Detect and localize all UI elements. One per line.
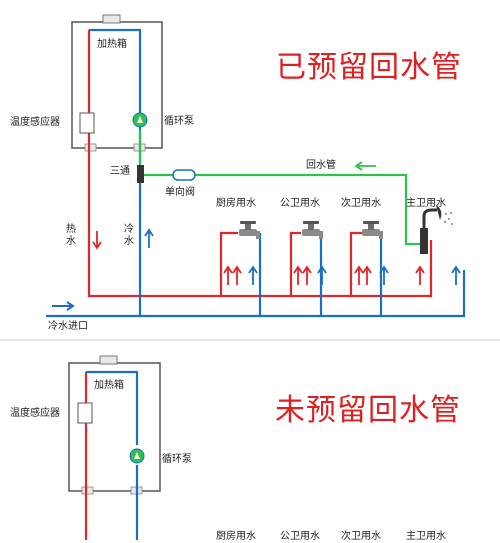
pump-icon: [129, 448, 145, 464]
check-valve-label: 单向阀: [165, 187, 195, 198]
fixture-label-second-bath: 次卫用水: [341, 198, 381, 209]
fixture-flow-arrows: [223, 265, 461, 285]
check-valve: [172, 169, 196, 181]
heater-top-cap: [102, 14, 121, 24]
hot-flow-arrow: [92, 231, 102, 250]
three-way-label: 三通: [110, 166, 130, 177]
cold-water-label: 冷水: [124, 224, 134, 247]
return-pipe-label: 回水管: [306, 160, 336, 171]
temp-sensor-label: 温度感应器: [10, 408, 60, 419]
return-flow-arrow: [354, 161, 376, 171]
hot-water-label: 热水: [66, 224, 76, 247]
shower-icon: [420, 205, 453, 254]
cold-flow-arrow: [144, 228, 154, 248]
faucet-icon: [239, 221, 260, 239]
fixture-label-kitchen: 厨房用水: [216, 198, 256, 209]
fixture-label-public-bath: 公卫用水: [280, 198, 320, 209]
fixture-label-second-bath: 次卫用水: [341, 531, 381, 542]
inlet-label: 冷水进口: [48, 321, 88, 332]
fixture-label-public-bath: 公卫用水: [280, 531, 320, 542]
heater-label: 加热箱: [94, 380, 124, 391]
heater-top-cap: [99, 355, 118, 365]
fixture-branches: [219, 231, 383, 316]
fixture-label-master-bath: 主卫用水: [406, 531, 446, 542]
pump-label: 循环泵: [164, 116, 194, 127]
inlet-arrow: [52, 301, 75, 311]
heater-box: [68, 362, 161, 492]
section-divider: [0, 339, 500, 341]
three-way-fitting: [137, 165, 144, 183]
diagram-2-title: 未预留回水管: [275, 393, 461, 428]
faucet-icon: [362, 221, 383, 239]
diagram-1-title: 已预留回水管: [276, 50, 462, 85]
pump-icon: [132, 112, 148, 128]
pump-label: 循环泵: [162, 454, 192, 465]
diagram-with-return-pipe: [46, 14, 466, 318]
temp-sensor-label: 温度感应器: [10, 117, 60, 128]
diagram-without-return-pipe: [68, 355, 161, 540]
faucet-icon: [302, 221, 323, 239]
temp-sensor: [79, 112, 95, 134]
heater-label: 加热箱: [97, 39, 127, 50]
fixture-label-master-bath: 主卫用水: [406, 198, 446, 209]
fixture-label-kitchen: 厨房用水: [216, 531, 256, 542]
temp-sensor: [77, 402, 93, 424]
